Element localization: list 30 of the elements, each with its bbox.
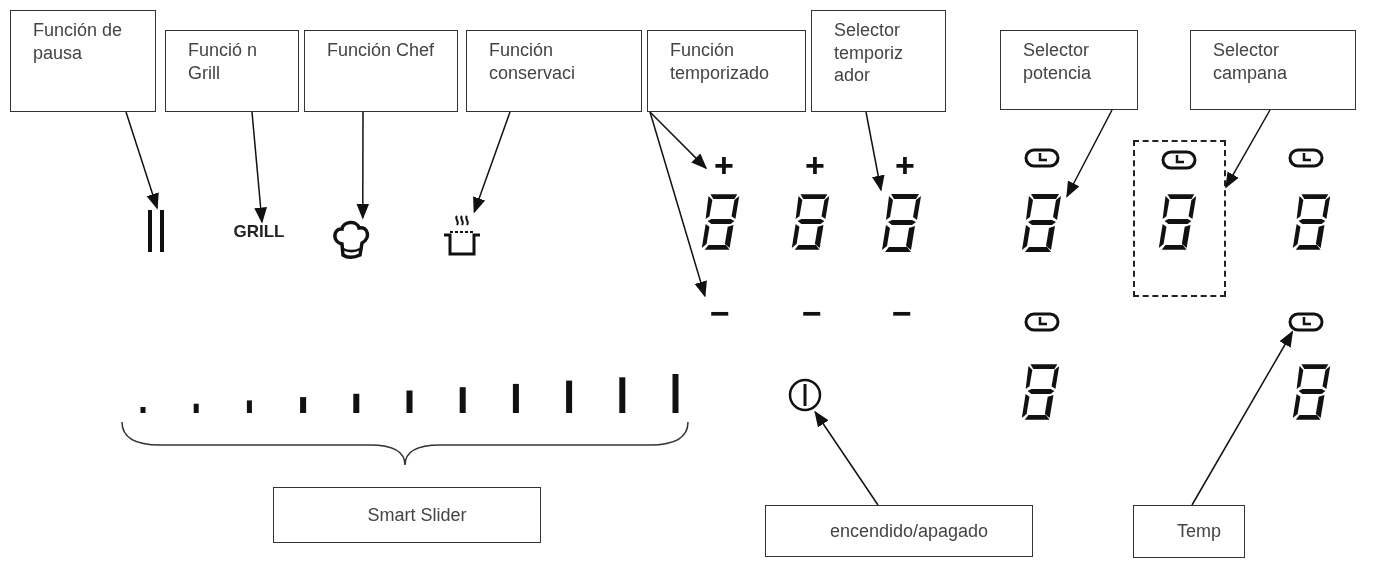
arrow (251, 111, 267, 224)
minus-sign: − (702, 296, 738, 320)
arrow (1066, 109, 1113, 198)
label-box: Selector potencia (1000, 30, 1138, 110)
plus-sign: + (706, 148, 742, 178)
arrow (473, 111, 511, 214)
label-box: Temp (1133, 505, 1245, 558)
minus-sign: − (801, 296, 823, 320)
arrow (356, 111, 370, 220)
minus-sign: − (891, 296, 913, 320)
arrow (649, 111, 707, 298)
label-box: Smart Slider (273, 487, 541, 543)
label-box: Función de pausa (10, 10, 156, 112)
plus-sign: + (894, 148, 916, 178)
label-box: Función temporizado (647, 30, 806, 112)
label-box: Función Chef (304, 30, 458, 112)
label-box: Funció n Grill (165, 30, 299, 112)
arrow (814, 410, 879, 506)
label-box: encendido/apagado (765, 505, 1033, 557)
label-box: Selector temporiz ador (811, 10, 946, 112)
arrow (865, 111, 885, 192)
plus-sign: + (804, 148, 826, 178)
arrow (649, 111, 708, 170)
label-box: Selector campana (1190, 30, 1356, 110)
arrow (1191, 330, 1294, 506)
arrow (1225, 109, 1271, 189)
dashed-frame (1133, 140, 1226, 297)
grill-text: GRILL (226, 222, 292, 248)
label-box: Función conservaci (466, 30, 642, 112)
arrow (125, 111, 159, 210)
